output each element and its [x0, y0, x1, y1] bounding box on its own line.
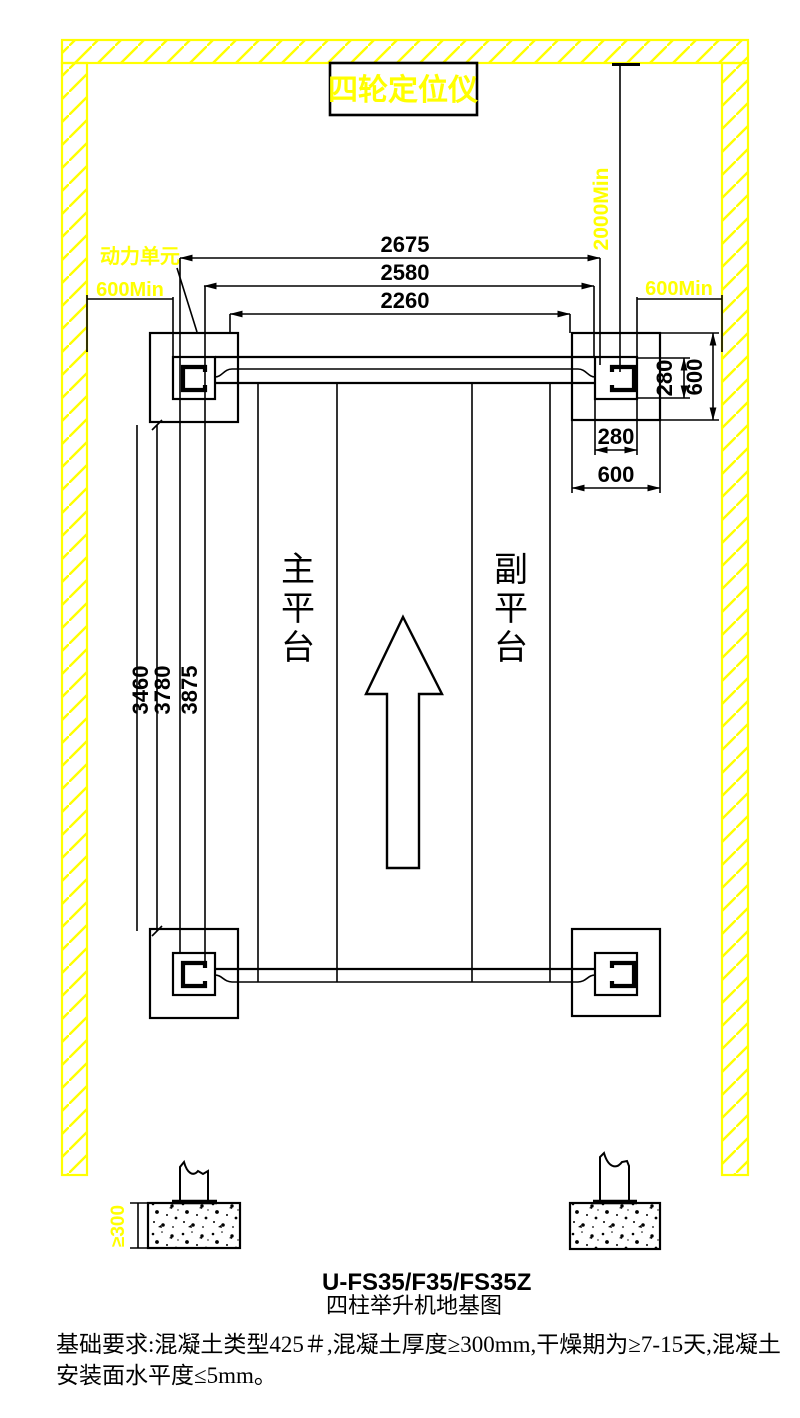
post-bottom-left	[148, 927, 240, 1020]
dim-3875-label: 3875	[177, 666, 202, 715]
crossbeam-top	[214, 355, 596, 385]
wall-top	[60, 38, 750, 65]
dim-600-horizontal: 600	[571, 420, 661, 493]
post-top-right	[570, 331, 662, 422]
platform-lines	[257, 383, 551, 982]
dim-slab-depth: ≥300	[108, 1202, 147, 1249]
dim-2580: 2580	[203, 260, 595, 290]
crossbeam-bottom	[214, 967, 596, 983]
dim-vertical-lines: 3460 3780 3875	[128, 258, 206, 962]
post-base-plate	[570, 927, 662, 1018]
section-left: ≥300	[108, 1159, 242, 1250]
dim-3460-label: 3460	[128, 666, 153, 715]
dim-2580-label: 2580	[381, 260, 430, 285]
post-base-plate	[570, 331, 662, 422]
dim-extension-lines-top	[229, 258, 601, 365]
c-channel-profile	[609, 364, 637, 393]
dim-600h-label: 600	[598, 462, 635, 487]
dim-3780-label: 3780	[150, 666, 175, 715]
post-base-plate	[148, 927, 240, 1020]
dim-600min-left: 600Min	[86, 279, 174, 357]
aligner-label: 四轮定位仪	[328, 73, 478, 107]
dim-280-vertical: 280	[637, 357, 690, 399]
dim-280v-label: 280	[652, 360, 677, 397]
dim-depth-label: ≥300	[108, 1205, 129, 1247]
dim-280h-label: 280	[598, 424, 635, 449]
c-channel-profile	[609, 960, 637, 989]
up-arrow-icon	[364, 614, 444, 870]
dim-2000min: 2000Min	[590, 63, 640, 372]
c-channel-profile	[180, 960, 208, 989]
concrete-block	[146, 1201, 242, 1250]
post-top-left	[148, 331, 240, 424]
clearance-right-label: 600Min	[645, 278, 713, 300]
dim-280-horizontal: 280	[594, 399, 638, 455]
post-column	[593, 951, 639, 997]
post-base-plate	[148, 331, 240, 424]
clearance-top-label: 2000Min	[590, 168, 613, 251]
dim-600v-label: 600	[682, 359, 707, 396]
note-line-2: 安装面水平度≤5mm。	[56, 1363, 277, 1388]
dim-2675-label: 2675	[381, 232, 430, 257]
column-section	[179, 1159, 209, 1201]
dim-2260: 2260	[229, 288, 571, 318]
clearance-left-label: 600Min	[96, 279, 164, 301]
wall-left	[60, 61, 89, 1177]
post-column	[171, 355, 217, 401]
dim-600-vertical: 600	[660, 332, 719, 421]
c-channel-profile	[180, 364, 208, 393]
dim-2675: 2675	[179, 232, 601, 262]
post-column	[593, 355, 639, 401]
note-line-1: 基础要求:混凝土类型425＃,混凝土厚度≥300mm,干燥期为≥7-15天,混凝…	[56, 1332, 781, 1357]
model-label: U-FS35/F35/FS35Z	[322, 1269, 531, 1296]
dim-2260-label: 2260	[381, 288, 430, 313]
wall-right	[720, 61, 750, 1177]
main-platform-label: 主平台	[281, 552, 315, 667]
drawing-title: 四柱举升机地基图	[326, 1293, 502, 1318]
section-right	[568, 1151, 662, 1251]
post-column	[171, 951, 217, 997]
aligner-box	[328, 61, 479, 117]
secondary-platform-label: 副平台	[494, 552, 528, 667]
concrete-block	[568, 1201, 662, 1251]
column-section	[599, 1151, 630, 1201]
dim-600min-right: 600Min	[636, 278, 723, 357]
post-bottom-right	[570, 927, 662, 1018]
power-unit-label: 动力单元	[100, 244, 180, 268]
